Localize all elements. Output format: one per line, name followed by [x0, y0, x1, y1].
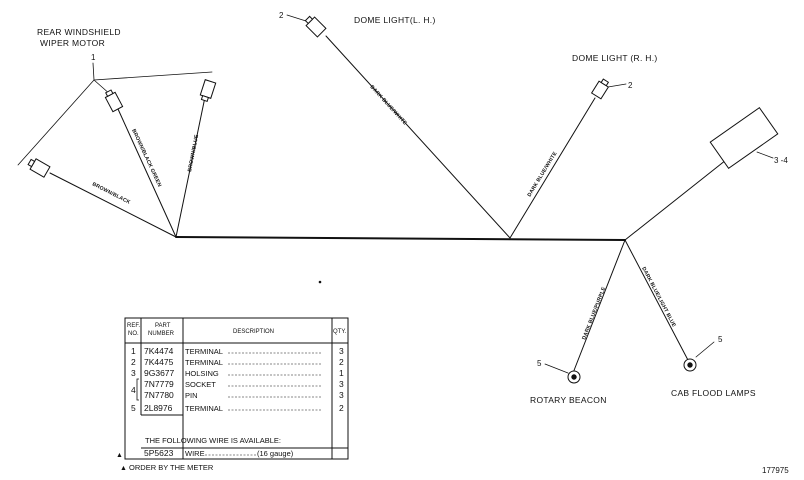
wire-label-dark-blue-white-lh: DARK BLUE/WHITE — [369, 84, 408, 127]
table-cell-qty: 2 — [339, 403, 344, 413]
wire-dark-blue-light-blue — [624, 239, 690, 363]
order-footnote: ▲ ORDER BY THE METER — [120, 463, 214, 472]
dome-light-lh-label: DOME LIGHT(L. H.) — [354, 15, 436, 25]
rotary-beacon-terminal-icon — [567, 370, 581, 384]
callout-2-rh-leader — [607, 83, 627, 88]
rear-wiper-label-line2: WIPER MOTOR — [40, 38, 105, 48]
header-ref-line2: NO. — [128, 331, 139, 337]
table-cell-description: PIN — [185, 391, 198, 400]
main-harness-trunk — [175, 236, 626, 241]
callout-2-lh: 2 — [279, 11, 284, 20]
header-ref-line1: REF. — [127, 323, 140, 329]
figure-number: 177975 — [762, 466, 789, 475]
wire-row-gauge: (16 gauge) — [257, 449, 294, 458]
ref-4-bracket — [136, 378, 139, 401]
callout-2-rh: 2 — [628, 81, 633, 90]
callout-5-flood: 5 — [718, 335, 723, 344]
table-cell-description: SOCKET — [185, 380, 216, 389]
table-cell-description: HOLSING — [185, 369, 219, 378]
table-cell-description: TERMINAL — [185, 404, 223, 413]
table-cell-description: TERMINAL — [185, 347, 223, 356]
table-cell-part: 7N7779 — [144, 379, 174, 389]
rotary-beacon-label: ROTARY BEACON — [530, 395, 607, 405]
header-part-line2: NUMBER — [148, 331, 175, 337]
header-part-line1: PART — [155, 323, 171, 329]
callout-5-beacon-leader — [544, 363, 569, 374]
table-cell-description: TERMINAL — [185, 358, 223, 367]
wire-row-marker-icon: ▲ — [116, 452, 123, 459]
callout-3-4-leader — [756, 151, 774, 159]
table-cell-ref: 5 — [131, 403, 136, 413]
callout-1-tick — [92, 62, 95, 81]
wire-label-brown-upper: BROWN/BLUE — [187, 134, 200, 173]
rear-wiper-connector-upper-icon — [199, 79, 217, 102]
wire-label-dark-blue-light-blue: DARK BLUE/LIGHT BLUE — [640, 266, 677, 329]
wire-dark-blue-white-lh — [325, 35, 511, 239]
wire-to-connector-box — [624, 159, 727, 241]
callout-5-flood-leader — [695, 341, 715, 358]
wire-brown-black-green — [117, 108, 177, 238]
table-cell-qty: 3 — [339, 379, 344, 389]
rear-wiper-label-line1: REAR WINDSHIELD — [37, 27, 121, 37]
table-cell-part: 9G3677 — [144, 368, 175, 378]
print-dot — [318, 280, 322, 284]
rear-wiper-connector-lower-icon — [27, 158, 51, 178]
table-cell-qty: 1 — [339, 368, 344, 378]
connector-box-icon — [709, 106, 779, 170]
dome-light-rh-label: DOME LIGHT (R. H.) — [572, 53, 658, 63]
wire-label-dark-blue-white-rh: DARK BLUE/WHITE — [527, 150, 559, 198]
rear-wiper-connector-middle-icon — [104, 89, 124, 113]
callout-5-beacon: 5 — [537, 359, 542, 368]
wire-dark-blue-purple — [572, 239, 626, 374]
dome-light-lh-connector-icon — [304, 15, 327, 38]
callout-3-4: 3 -4 — [774, 156, 788, 165]
table-cell-ref: 4 — [131, 385, 136, 395]
table-cell-part: 7K4475 — [144, 357, 174, 367]
callout-2-lh-leader — [286, 14, 307, 22]
cab-flood-lamps-terminal-icon — [683, 358, 697, 372]
wire-label-brown-black-green: BROWN/BLACK GREEN — [130, 128, 162, 188]
callout-1: 1 — [91, 53, 96, 62]
table-cell-ref: 1 — [131, 346, 136, 356]
table-cell-part: 2L8976 — [144, 403, 173, 413]
wire-dark-blue-white-rh — [509, 97, 596, 239]
wire-row-desc: WIRE — [185, 449, 205, 458]
table-cell-qty: 2 — [339, 357, 344, 367]
table-note: THE FOLLOWING WIRE IS AVAILABLE: — [145, 436, 281, 445]
table-cell-part: 7N7780 — [144, 390, 174, 400]
wire-brown-upper — [175, 96, 206, 238]
dome-light-rh-connector-icon — [590, 78, 610, 100]
wire-row-part: 5P5623 — [144, 448, 174, 458]
wire-label-brown-black-lower: BROWN/BLACK — [91, 181, 131, 205]
table-cell-qty: 3 — [339, 346, 344, 356]
header-qty: QTY. — [333, 329, 347, 335]
wire-brown-black-lower — [49, 172, 177, 238]
cab-flood-lamps-label: CAB FLOOD LAMPS — [671, 388, 756, 398]
table-cell-ref: 2 — [131, 357, 136, 367]
table-cell-part: 7K4474 — [144, 346, 174, 356]
header-description: DESCRIPTION — [233, 329, 274, 335]
wire-label-dark-blue-purple: DARK BLUE/PURPLE — [581, 286, 607, 341]
table-cell-qty: 3 — [339, 390, 344, 400]
table-cell-ref: 3 — [131, 368, 136, 378]
callout-1-leader — [17, 71, 213, 166]
